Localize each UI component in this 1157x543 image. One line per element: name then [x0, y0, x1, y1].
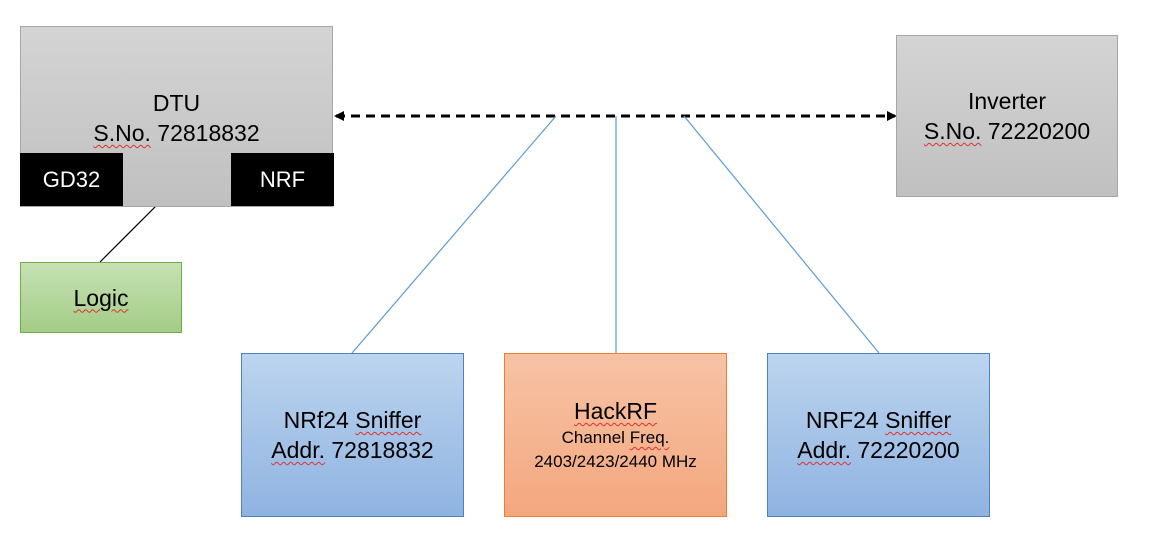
inverter-serial-label: S.No.	[923, 118, 982, 144]
gd32-chip: GD32	[20, 153, 123, 206]
sniffer-left-addr: Addr. 72818832	[271, 435, 433, 465]
dtu-serial-value: 72818832	[157, 120, 260, 146]
dtu-serial: S.No. 72818832	[93, 118, 259, 148]
nrf-chip: NRF	[231, 153, 334, 206]
sniffer-right-name-a: NRF24	[805, 407, 879, 433]
hackrf-freq-values: 2403/2423/2440 MHz	[534, 452, 697, 471]
sniffer-right-addr-label: Addr.	[797, 437, 851, 463]
dtu-serial-label: S.No.	[93, 120, 151, 146]
sniffer-left-addr-value: 72818832	[331, 437, 434, 463]
gd32-label: GD32	[42, 166, 101, 192]
hackrf-box: HackRF Channel Freq. 2403/2423/2440 MHz	[504, 353, 727, 517]
logic-box: Logic	[20, 262, 182, 333]
sniffer-right-name-b: Sniffer	[885, 407, 952, 433]
sniffer-left-name: NRf24 Sniffer	[284, 405, 422, 435]
inverter-serial-value: 72220200	[987, 118, 1091, 144]
hackrf-freq-label-b: Freq.	[629, 428, 670, 447]
sniffer-right-name: NRF24 Sniffer	[806, 405, 951, 435]
sniffer-right-addr: Addr. 72220200	[797, 435, 959, 465]
logic-label: Logic	[73, 284, 129, 311]
sniffer-left-link	[351, 115, 557, 354]
hackrf-freq-label: Channel Freq.	[562, 426, 670, 450]
nrf-label: NRF	[259, 166, 306, 192]
sniffer-left-box: NRf24 Sniffer Addr. 72818832	[241, 353, 464, 517]
hackrf-title: HackRF	[573, 398, 658, 424]
inverter-box: Inverter S.No. 72220200	[896, 35, 1118, 197]
inverter-title: Inverter	[968, 88, 1046, 114]
dtu-title: DTU	[152, 90, 201, 116]
sniffer-right-addr-value: 72220200	[857, 437, 960, 463]
sniffer-right-box: NRF24 Sniffer Addr. 72220200	[767, 353, 990, 517]
inverter-serial: S.No. 72220200	[924, 116, 1090, 146]
sniffer-left-name-a: NRf24	[283, 407, 349, 433]
sniffer-left-name-b: Sniffer	[355, 407, 422, 433]
sniffer-right-link	[683, 115, 880, 354]
hackrf-freq-label-a: Channel	[561, 428, 625, 447]
sniffer-left-addr-label: Addr.	[271, 437, 325, 463]
